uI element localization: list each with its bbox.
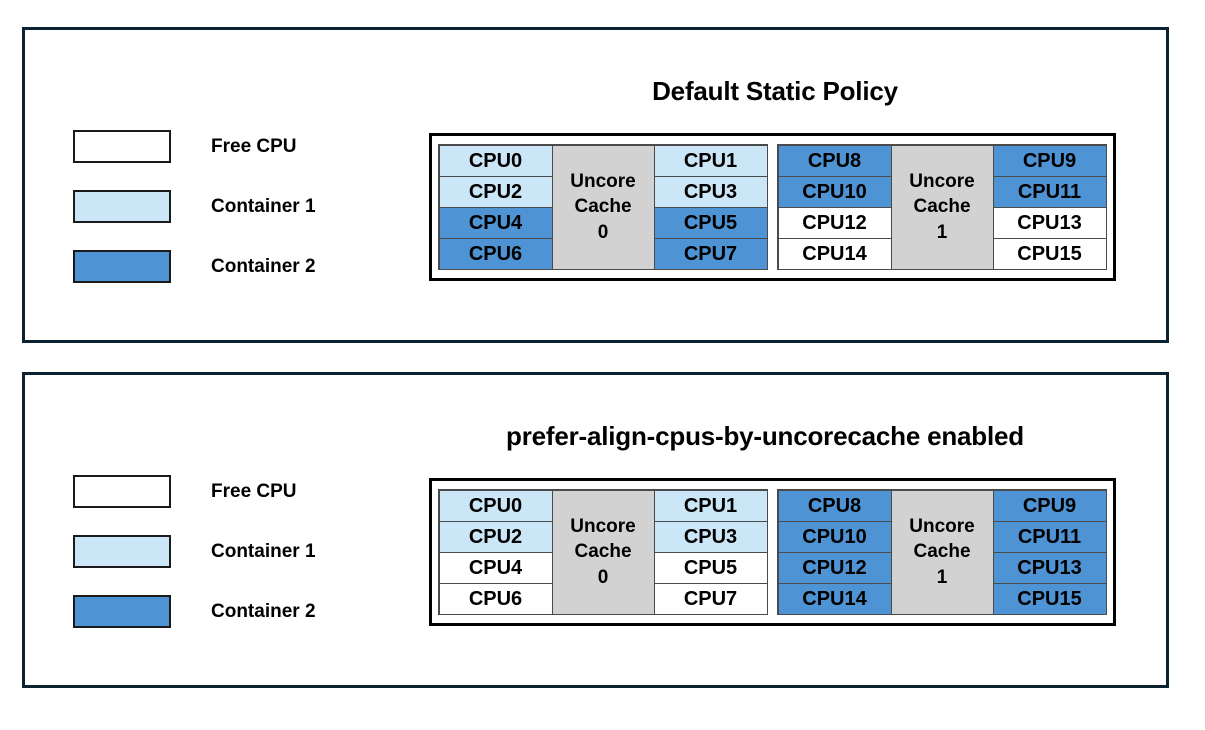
uncore-cache-label-index: 1 [936, 566, 948, 588]
cache-group-0: CPU0 CPU2 CPU4 CPU6 Uncore Cache 0 CPU1 … [438, 144, 768, 270]
cpu-cell: CPU11 [992, 520, 1107, 553]
cpu-cell: CPU4 [438, 206, 553, 239]
cpu-column-left-1: CPU8 CPU10 CPU12 CPU14 [777, 489, 892, 615]
uncore-cache-label-line2: Cache [574, 196, 632, 218]
uncore-cache-block-0: Uncore Cache 0 [551, 144, 655, 270]
cpu-cell: CPU8 [777, 144, 892, 177]
cpu-cell: CPU0 [438, 489, 553, 522]
cpu-cell: CPU1 [653, 489, 768, 522]
legend-item-container-1: Container 1 [73, 190, 316, 223]
cpu-cell: CPU10 [777, 520, 892, 553]
cpu-cell: CPU7 [653, 582, 768, 615]
cpu-cell: CPU9 [992, 489, 1107, 522]
cpu-cell: CPU2 [438, 175, 553, 208]
legend-label-container-1: Container 1 [211, 540, 316, 562]
cpu-cell: CPU4 [438, 551, 553, 584]
panel-default-static-policy: Default Static Policy Free CPU Container… [22, 27, 1169, 343]
uncore-cache-label-line1: Uncore [570, 171, 636, 193]
legend-item-container-2: Container 2 [73, 250, 316, 283]
cpu-cell: CPU5 [653, 551, 768, 584]
cpu-column-left-0: CPU0 CPU2 CPU4 CPU6 [438, 144, 553, 270]
legend-swatch-container-2 [73, 595, 171, 628]
uncore-cache-label-line2: Cache [574, 541, 632, 563]
cpu-cell: CPU14 [777, 237, 892, 270]
cpu-cell: CPU10 [777, 175, 892, 208]
cpu-column-right-0: CPU1 CPU3 CPU5 CPU7 [653, 144, 768, 270]
cpu-cell: CPU12 [777, 551, 892, 584]
legend: Free CPU Container 1 Container 2 [73, 475, 316, 655]
cpu-column-left-1: CPU8 CPU10 CPU12 CPU14 [777, 144, 892, 270]
cpu-cell: CPU12 [777, 206, 892, 239]
legend-swatch-free-cpu [73, 130, 171, 163]
cpu-cell: CPU1 [653, 144, 768, 177]
cpu-cell: CPU0 [438, 144, 553, 177]
legend-label-free-cpu: Free CPU [211, 135, 297, 157]
cpu-column-right-1: CPU9 CPU11 CPU13 CPU15 [992, 144, 1107, 270]
cpu-cell: CPU13 [992, 206, 1107, 239]
legend-item-free-cpu: Free CPU [73, 130, 316, 163]
legend-label-container-1: Container 1 [211, 195, 316, 217]
legend-label-container-2: Container 2 [211, 600, 316, 622]
cpu-cell: CPU7 [653, 237, 768, 270]
cpu-cell: CPU2 [438, 520, 553, 553]
cpu-cell: CPU5 [653, 206, 768, 239]
cache-group-1: CPU8 CPU10 CPU12 CPU14 Uncore Cache 1 CP… [777, 144, 1107, 270]
cache-group-1: CPU8 CPU10 CPU12 CPU14 Uncore Cache 1 CP… [777, 489, 1107, 615]
uncore-cache-label-index: 1 [936, 221, 948, 243]
legend-swatch-container-1 [73, 190, 171, 223]
cpu-cell: CPU11 [992, 175, 1107, 208]
page-title: Default Static Policy [652, 76, 898, 106]
cpu-cell: CPU3 [653, 520, 768, 553]
legend-item-container-2: Container 2 [73, 595, 316, 628]
legend-label-free-cpu: Free CPU [211, 480, 297, 502]
uncore-cache-label-line2: Cache [913, 541, 971, 563]
legend-label-container-2: Container 2 [211, 255, 316, 277]
cpu-column-right-0: CPU1 CPU3 CPU5 CPU7 [653, 489, 768, 615]
legend-swatch-free-cpu [73, 475, 171, 508]
cpu-column-left-0: CPU0 CPU2 CPU4 CPU6 [438, 489, 553, 615]
cpu-topology-diagram: CPU0 CPU2 CPU4 CPU6 Uncore Cache 0 CPU1 … [429, 133, 1116, 281]
cpu-cell: CPU14 [777, 582, 892, 615]
uncore-cache-label-line2: Cache [913, 196, 971, 218]
uncore-cache-label-line1: Uncore [570, 516, 636, 538]
page-title: prefer-align-cpus-by-uncorecache enabled [506, 421, 1024, 451]
cpu-column-right-1: CPU9 CPU11 CPU13 CPU15 [992, 489, 1107, 615]
cpu-cell: CPU13 [992, 551, 1107, 584]
cpu-cell: CPU15 [992, 237, 1107, 270]
cpu-cell: CPU6 [438, 237, 553, 270]
cpu-cell: CPU9 [992, 144, 1107, 177]
legend-item-free-cpu: Free CPU [73, 475, 316, 508]
uncore-cache-label-line1: Uncore [909, 516, 975, 538]
legend-item-container-1: Container 1 [73, 535, 316, 568]
cpu-cell: CPU3 [653, 175, 768, 208]
uncore-cache-block-0: Uncore Cache 0 [551, 489, 655, 615]
legend-swatch-container-2 [73, 250, 171, 283]
cpu-cell: CPU15 [992, 582, 1107, 615]
uncore-cache-label-index: 0 [597, 566, 609, 588]
panel-prefer-align-cpus-by-uncorecache: prefer-align-cpus-by-uncorecache enabled… [22, 372, 1169, 688]
cpu-cell: CPU8 [777, 489, 892, 522]
legend: Free CPU Container 1 Container 2 [73, 130, 316, 310]
legend-swatch-container-1 [73, 535, 171, 568]
uncore-cache-label-index: 0 [597, 221, 609, 243]
cache-group-0: CPU0 CPU2 CPU4 CPU6 Uncore Cache 0 CPU1 … [438, 489, 768, 615]
uncore-cache-block-1: Uncore Cache 1 [890, 489, 994, 615]
cpu-topology-diagram: CPU0 CPU2 CPU4 CPU6 Uncore Cache 0 CPU1 … [429, 478, 1116, 626]
uncore-cache-label-line1: Uncore [909, 171, 975, 193]
uncore-cache-block-1: Uncore Cache 1 [890, 144, 994, 270]
cpu-cell: CPU6 [438, 582, 553, 615]
